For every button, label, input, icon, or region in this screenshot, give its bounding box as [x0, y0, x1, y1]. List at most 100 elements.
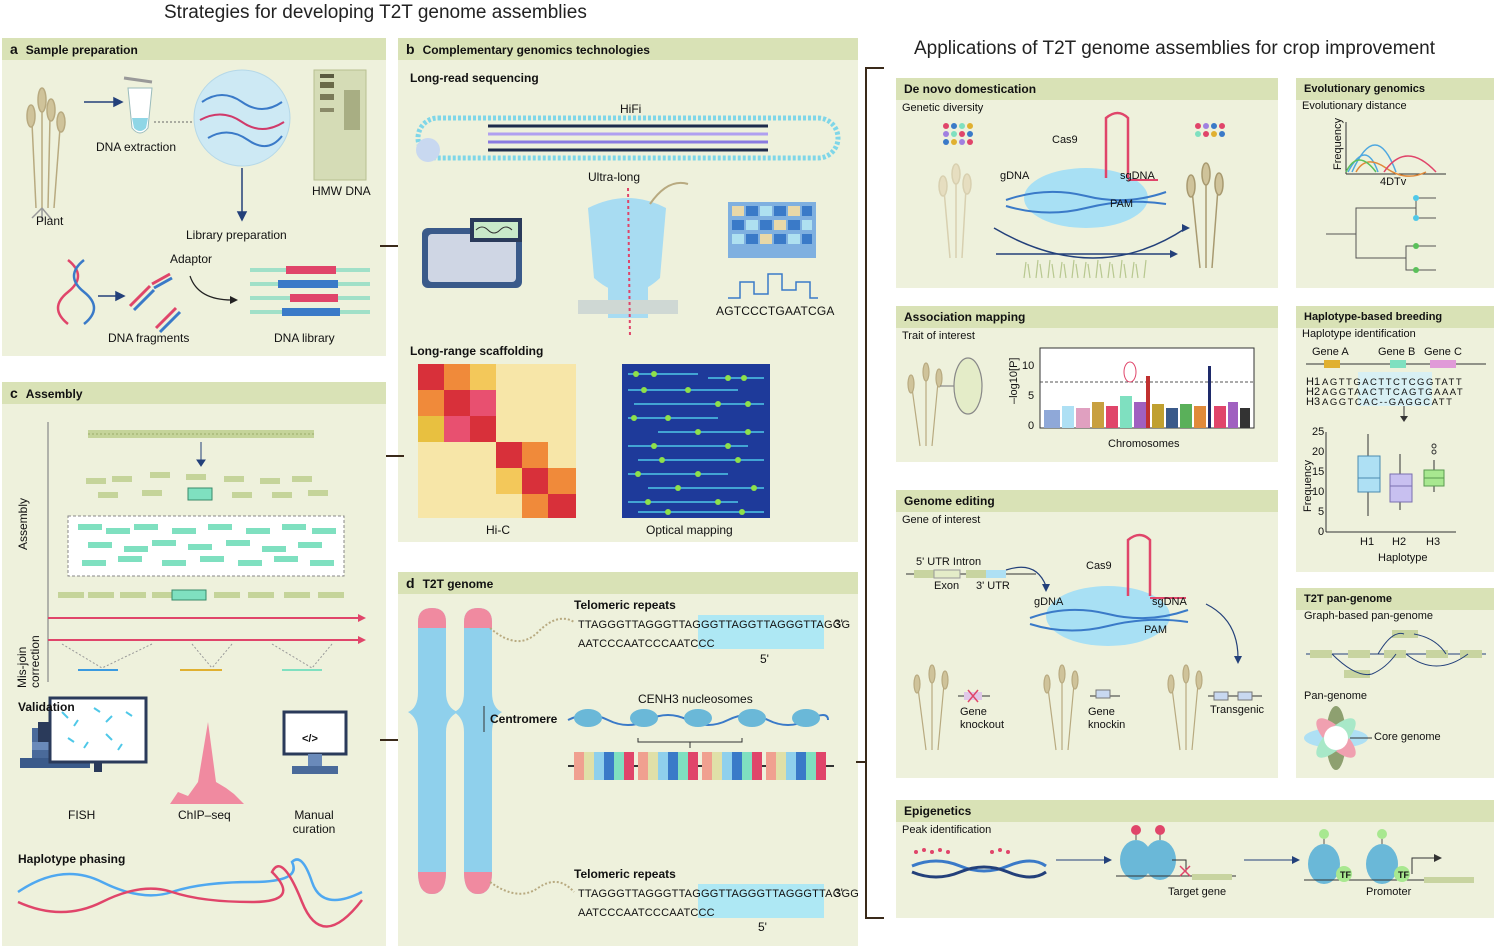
right-section-title: Applications of T2T genome assemblies fo…	[914, 38, 1435, 59]
dna-library-icon	[250, 266, 370, 316]
panel-d-letter: d	[406, 575, 415, 591]
genome-editing-pam-label: PAM	[1144, 624, 1168, 636]
panel-b-header: b Complementary genomics technologies	[398, 38, 858, 60]
diversity-dots-icon	[1195, 123, 1225, 137]
dna-fragments-icon	[128, 272, 182, 334]
association-ytick: 5	[1028, 390, 1035, 402]
association-x-label: Chromosomes	[1108, 438, 1180, 450]
panel-b-art	[415, 115, 841, 518]
optical-mapping-label: Optical mapping	[646, 523, 733, 537]
wild-plant-icon	[938, 163, 972, 259]
domesticated-plant-icon	[1186, 162, 1224, 269]
utr5-intron-label: 5' UTR Intron	[916, 556, 982, 568]
library-preparation-label: Library preparation	[186, 228, 287, 242]
phylogeny-tree-icon	[1326, 195, 1436, 273]
haplotype-xtick: H3	[1426, 536, 1441, 548]
tf-label: TF	[1398, 870, 1409, 880]
sequence-top-highlight: TTAGGTTAGGGTTAGGG	[718, 619, 851, 631]
arrow-icon	[98, 290, 126, 302]
panel-b-letter: b	[406, 41, 415, 57]
panel-haplotype-breeding: Haplotype-based breeding Haplotype ident…	[1296, 306, 1494, 572]
core-genome-label: Core genome	[1374, 731, 1441, 743]
plant-label: Plant	[36, 214, 64, 228]
panel-c-art	[17, 422, 366, 928]
association-art	[907, 347, 1255, 447]
misjoin-axis-label: Mis-join correction	[15, 635, 42, 688]
h1-sequence: AGTTGACTTCTCGGTATT	[1322, 377, 1464, 388]
haplotype-ytick: 0	[1318, 526, 1325, 538]
evolutionary-header: Evolutionary genomics	[1296, 78, 1494, 100]
haplotype-ytick: 5	[1318, 506, 1325, 518]
sequence-bottom-plain: TTAGGGTTAGGGTTAGGG	[578, 888, 719, 900]
de-novo-header: De novo domestication	[896, 78, 1278, 100]
hmw-dna-label: HMW DNA	[312, 184, 371, 198]
knockin-icon	[1090, 689, 1120, 699]
panel-b-title: Complementary genomics technologies	[422, 43, 650, 57]
grass-icon	[1023, 259, 1147, 279]
nanopore-icon	[578, 182, 689, 339]
graph-pan-genome-label: Graph-based pan-genome	[1304, 610, 1434, 622]
evolutionary-distance-label: Evolutionary distance	[1302, 100, 1407, 112]
dna-library-label: DNA library	[274, 331, 335, 345]
genome-editing-header: Genome editing	[896, 490, 1278, 512]
association-header: Association mapping	[896, 306, 1278, 328]
haplotype-phasing-icon	[17, 858, 363, 928]
three-prime-top: 3'	[834, 617, 843, 631]
gene-c-icon	[1430, 360, 1456, 368]
left-section-title: Strategies for developing T2T genome ass…	[164, 2, 587, 23]
plant-icon	[913, 664, 1203, 751]
sequence-top-complement: AATCCCAATCCCAATCCC	[578, 638, 715, 650]
haplotype-ytick: 25	[1312, 426, 1325, 438]
chromosome-icon	[408, 608, 502, 894]
evolutionary-x-label: 4DTv	[1380, 176, 1407, 188]
sequencer-icon	[422, 218, 522, 288]
panel-epigenetics: Epigenetics Peak identification	[896, 800, 1494, 918]
epigenetics-header: Epigenetics	[896, 800, 1494, 822]
sequence-top-strand: TTAGGGTTAGGGTTAGGGTTAGGTTAGGGTTAGGG	[578, 619, 850, 632]
contigs-icon	[78, 524, 336, 566]
utr3-label: 3' UTR	[976, 580, 1010, 592]
monitor-icon	[48, 696, 148, 772]
computer-icon	[282, 710, 348, 774]
haplotype-phasing-label: Haplotype phasing	[18, 852, 126, 866]
long-range-label: Long-range scaffolding	[410, 344, 544, 358]
sequence-bottom-highlight: TTAGGGTTAGGGTTAGGG	[718, 888, 859, 900]
trait-label: Trait of interest	[902, 330, 975, 342]
assembly-axis-label: Assembly	[16, 497, 30, 550]
ultra-long-label: Ultra-long	[588, 170, 641, 184]
diversity-dots-icon	[943, 123, 973, 145]
methylated-dna-icon	[911, 848, 1047, 879]
knockout-icon	[958, 689, 990, 703]
panel-pan-genome: T2T pan-genome Graph-based pan-genome Pa…	[1296, 588, 1494, 778]
optical-map-icon	[622, 364, 770, 518]
pan-genome-graph-icon	[1306, 630, 1486, 678]
arrow-icon	[236, 168, 248, 222]
exon-label: Exon	[934, 580, 960, 592]
core-genome-flower-icon	[1304, 706, 1372, 770]
panel-a-letter: a	[10, 41, 18, 57]
panel-de-novo-domestication: De novo domestication Genetic diversity …	[896, 78, 1278, 288]
de-novo-pam-label: PAM	[1110, 198, 1134, 210]
h1-row-label: H1	[1306, 376, 1321, 388]
de-novo-sgdna-label: sgDNA	[1120, 170, 1155, 182]
dna-extraction-label: DNA extraction	[96, 140, 177, 154]
dna-helix-icon	[56, 259, 96, 325]
genome-editing-sgdna-label: sgDNA	[1152, 596, 1187, 608]
manhattan-plot-icon	[1044, 361, 1250, 428]
gene-a-icon	[1324, 360, 1340, 368]
haplotype-xtick: H2	[1392, 536, 1407, 548]
tube-icon	[123, 76, 153, 134]
association-ytick: 10	[1022, 360, 1035, 372]
scaffold-icon	[58, 589, 344, 601]
three-prime-bottom: 3'	[834, 886, 843, 900]
gene-a-label: Gene A	[1312, 346, 1349, 358]
panel-genome-editing: Genome editing Gene of interest 5' UTR I…	[896, 490, 1278, 778]
association-ytick: 0	[1028, 420, 1035, 432]
reads-icon	[86, 472, 328, 501]
chipseq-peak-icon	[170, 722, 244, 804]
gel-icon	[313, 69, 367, 181]
cas9-complex-icon	[1005, 111, 1167, 228]
hifi-circle-icon	[415, 115, 841, 161]
